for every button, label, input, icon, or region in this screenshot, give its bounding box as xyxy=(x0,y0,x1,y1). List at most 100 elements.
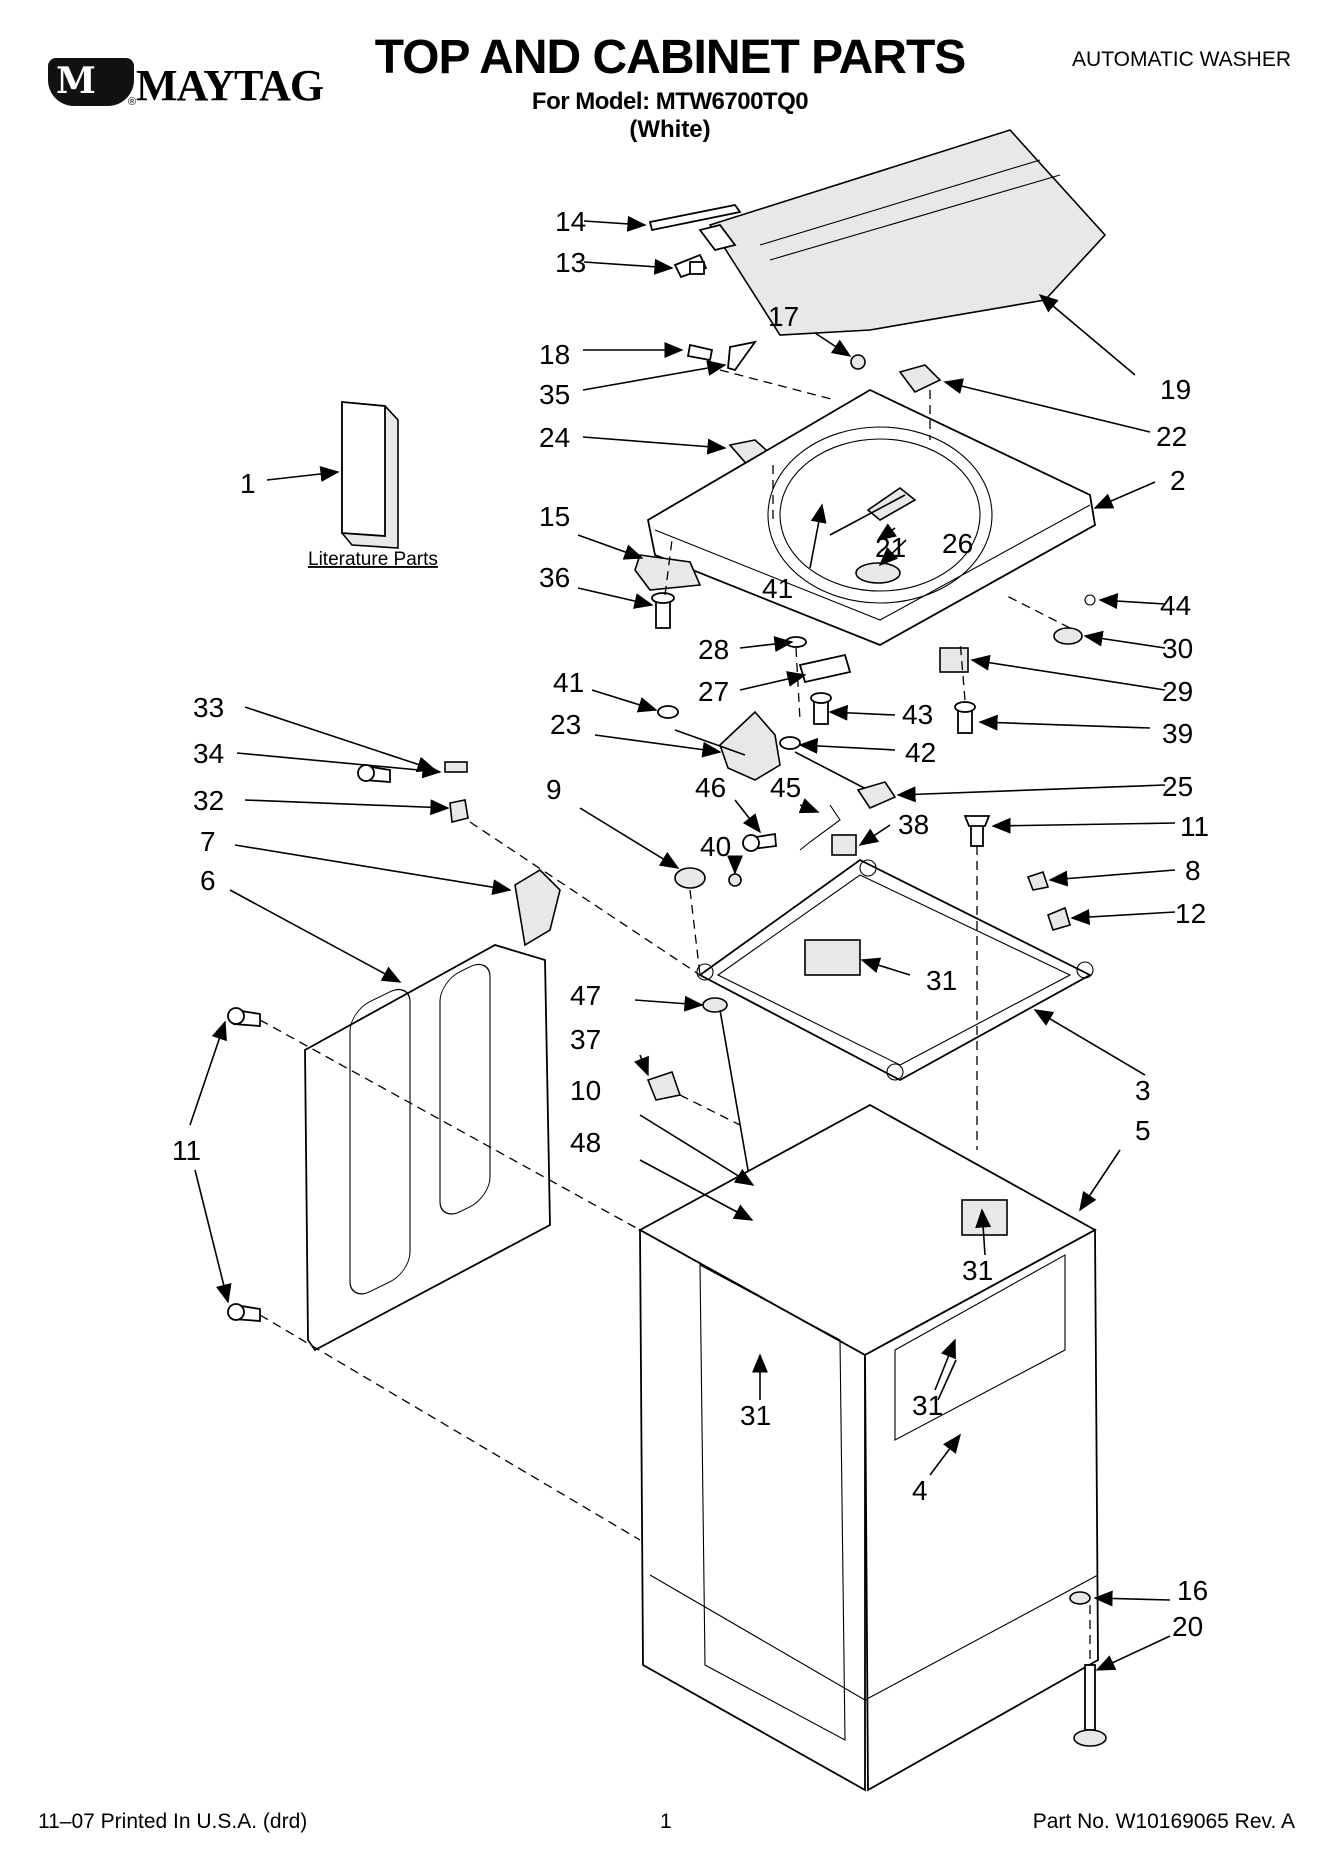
callout-30: 30 xyxy=(1162,633,1193,664)
callout-18: 18 xyxy=(539,339,570,370)
callout-24: 24 xyxy=(539,422,570,453)
brand-name: MAYTAG xyxy=(136,61,324,110)
callout-34: 34 xyxy=(193,738,224,769)
color-subtitle: (White) xyxy=(629,116,711,143)
callout-31-front: 31 xyxy=(740,1400,771,1431)
callout-42: 42 xyxy=(905,737,936,768)
lid-screw-part xyxy=(673,253,708,279)
actuator-25-part xyxy=(794,751,897,810)
callout-44: 44 xyxy=(1160,590,1191,621)
rear-panel-part xyxy=(304,944,551,1352)
maytag-m-mark-icon: M xyxy=(48,58,134,106)
lid-hinge-rod-part xyxy=(648,204,742,232)
callout-43: 43 xyxy=(902,699,933,730)
model-subtitle: For Model: MTW6700TQ0 xyxy=(531,88,809,115)
callout-12: 12 xyxy=(1175,898,1206,929)
screw-18-part xyxy=(686,340,758,372)
callout-31-cabinet-top: 31 xyxy=(962,1255,993,1286)
callout-3: 3 xyxy=(1135,1075,1151,1106)
leveling-foot-20-part xyxy=(1073,1664,1107,1747)
callout-32: 32 xyxy=(193,785,224,816)
bracket-7-part xyxy=(514,868,561,947)
document-type: AUTOMATIC WASHER xyxy=(1072,48,1291,71)
page-number: 1 xyxy=(660,1810,672,1833)
callout-13: 13 xyxy=(555,247,586,278)
plug-40-part xyxy=(728,873,742,887)
maytag-logo: M ® MAYTAG xyxy=(48,52,328,114)
callout-20: 20 xyxy=(1172,1611,1203,1642)
callout-39: 39 xyxy=(1162,718,1193,749)
callout-15: 15 xyxy=(539,501,570,532)
callout-labels: 14 13 17 18 35 24 19 22 2 1 15 36 41 21 … xyxy=(172,206,1209,1642)
bumper-30-part xyxy=(1053,627,1083,645)
callout-31-side: 31 xyxy=(912,1390,943,1421)
callout-2: 2 xyxy=(1170,465,1186,496)
callout-10: 10 xyxy=(570,1075,601,1106)
screw-46-part xyxy=(742,832,777,852)
wire-45-part xyxy=(799,804,841,851)
callout-31-frame: 31 xyxy=(926,965,957,996)
part-number: Part No. W10169065 Rev. A xyxy=(1032,1810,1295,1833)
bracket-27-part xyxy=(798,653,852,684)
callout-17: 17 xyxy=(768,301,799,332)
clip-8-part xyxy=(1026,870,1050,891)
top-assembly-part xyxy=(646,388,1096,646)
callout-41-top: 41 xyxy=(762,573,793,604)
cabinet-part xyxy=(638,1103,1099,1792)
lid-part xyxy=(698,129,1107,336)
screw-39-part xyxy=(954,701,976,734)
clip-12-part xyxy=(1047,906,1071,931)
label-33-part xyxy=(444,761,468,773)
callout-27: 27 xyxy=(698,676,729,707)
callout-22: 22 xyxy=(1156,421,1187,452)
nut-17-part xyxy=(850,354,866,370)
screw-36-part xyxy=(651,592,675,629)
bumper-9-part xyxy=(674,867,706,889)
clip-44-part xyxy=(1084,594,1096,606)
screw-11-top-part xyxy=(963,815,991,847)
callout-25: 25 xyxy=(1162,771,1193,802)
callout-28: 28 xyxy=(698,634,729,665)
callout-45: 45 xyxy=(770,772,801,803)
callout-40: 40 xyxy=(700,831,731,862)
callout-48: 48 xyxy=(570,1127,601,1158)
literature-parts-label: Literature Parts xyxy=(308,549,438,570)
washer-41-part xyxy=(657,705,679,719)
callout-46: 46 xyxy=(695,772,726,803)
callout-23: 23 xyxy=(550,709,581,740)
callout-11-left: 11 xyxy=(172,1135,201,1166)
washer-47-part xyxy=(702,997,728,1013)
callout-6: 6 xyxy=(200,865,216,896)
callout-11-right: 11 xyxy=(1180,811,1209,842)
clip-32-part xyxy=(449,799,469,823)
foot-nut-16-part xyxy=(1069,1591,1091,1605)
callout-47: 47 xyxy=(570,980,601,1011)
screw-43-part xyxy=(810,692,832,725)
callout-8: 8 xyxy=(1185,855,1201,886)
washer-42-part xyxy=(779,736,801,750)
callout-41-mid: 41 xyxy=(553,667,584,698)
leader-lines xyxy=(189,215,1176,1671)
callout-9: 9 xyxy=(546,774,562,805)
callout-19: 19 xyxy=(1160,374,1191,405)
assembly-guide-lines xyxy=(259,369,1091,1665)
lid-lock-23-part xyxy=(674,710,781,781)
callout-21: 21 xyxy=(875,532,906,563)
callout-33: 33 xyxy=(193,692,224,723)
screw-11-left-top-part xyxy=(227,1007,261,1027)
callout-5: 5 xyxy=(1135,1115,1151,1146)
hinge-pad-22-part xyxy=(898,364,942,394)
callout-7: 7 xyxy=(200,826,216,857)
switch-29-part xyxy=(939,647,969,673)
callout-16: 16 xyxy=(1177,1575,1208,1606)
callout-38: 38 xyxy=(898,809,929,840)
callout-4: 4 xyxy=(912,1475,928,1506)
callout-1: 1 xyxy=(240,468,256,499)
clip-37-part xyxy=(646,1070,682,1101)
screw-11-left-bottom-part xyxy=(227,1303,261,1322)
label-38-part xyxy=(831,834,857,856)
print-info: 11–07 Printed In U.S.A. (drd) xyxy=(38,1810,308,1833)
callout-36: 36 xyxy=(539,562,570,593)
callout-35: 35 xyxy=(539,379,570,410)
